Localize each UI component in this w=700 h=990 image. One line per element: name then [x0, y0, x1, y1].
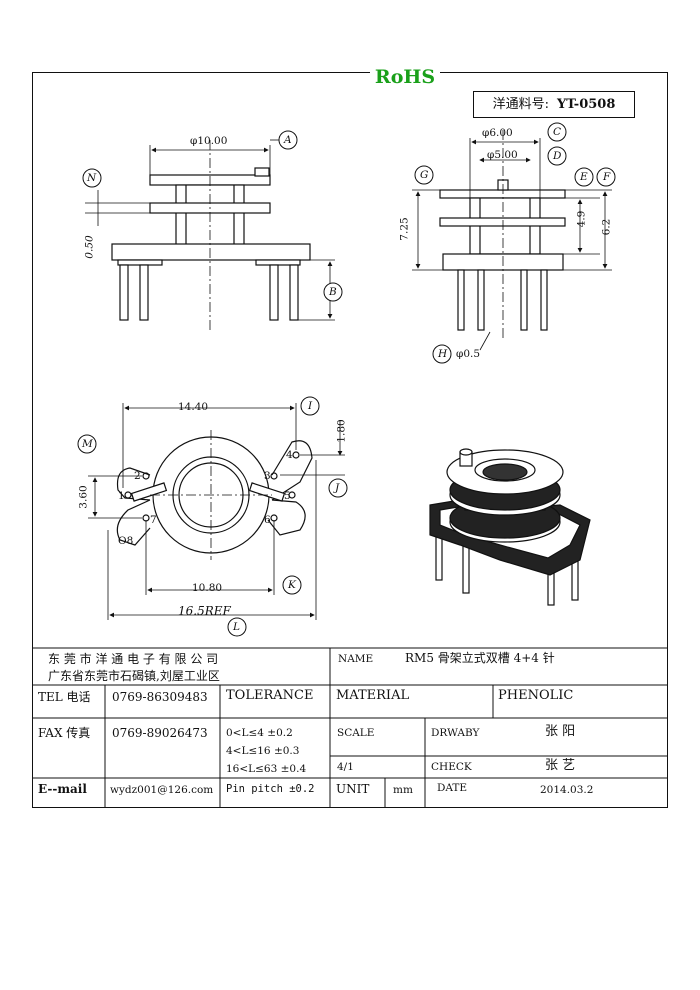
- callout-l: L: [233, 621, 240, 633]
- check-value: 张 艺: [545, 758, 576, 773]
- drawby-value: 张 阳: [545, 724, 576, 739]
- rohs-label: RoHS: [370, 66, 440, 92]
- pin-6: 6: [264, 514, 271, 526]
- callout-circles: [77, 122, 616, 637]
- front-view: [85, 139, 335, 330]
- fax-label: FAX 传真: [38, 726, 91, 740]
- callout-a: A: [284, 134, 292, 146]
- check-label: CHECK: [431, 761, 472, 773]
- dim-165ref: 16.5REF: [178, 604, 231, 618]
- tel-label: TEL 电话: [38, 690, 91, 704]
- callout-j: J: [335, 482, 340, 494]
- email-value[interactable]: wydz001@126.com: [110, 784, 214, 796]
- name-label: NAME: [338, 653, 374, 665]
- scale-value: 4/1: [337, 761, 354, 773]
- callout-c: C: [553, 126, 562, 138]
- part-number-box: 洋通料号: YT-0508: [473, 91, 635, 118]
- dim-050: 0.50: [83, 235, 96, 259]
- callout-e: E: [580, 171, 588, 183]
- callout-f: F: [603, 171, 611, 183]
- pin-3: 3: [264, 470, 271, 482]
- drawby-label: DRWABY: [431, 727, 480, 739]
- callout-i: I: [308, 400, 313, 412]
- bottom-view: [88, 403, 345, 620]
- callout-n: N: [87, 172, 97, 184]
- part-label: 洋通料号:: [492, 97, 549, 112]
- callout-d: D: [553, 150, 562, 162]
- tolerance-label: TOLERANCE: [226, 688, 314, 703]
- name-value: RM5 骨架立式双槽 4+4 针: [405, 651, 555, 665]
- date-label: DATE: [437, 782, 468, 794]
- dim-d10: φ10.00: [190, 135, 228, 147]
- date-value: 2014.03.2: [540, 784, 594, 796]
- material-value: PHENOLIC: [498, 688, 574, 703]
- callout-b: B: [329, 286, 337, 298]
- part-number: YT-0508: [557, 97, 616, 112]
- dim-pin-d: φ0.5: [456, 348, 481, 360]
- dim-360: 3.60: [77, 485, 90, 509]
- pin-1: 1: [118, 490, 125, 502]
- fax-value: 0769-89026473: [112, 726, 208, 740]
- pin-5: 5: [284, 490, 291, 502]
- unit-label: UNIT: [336, 782, 370, 796]
- dim-180: 1.80: [335, 419, 348, 443]
- side-view: [412, 130, 612, 351]
- pin-4: 4: [286, 449, 293, 461]
- tolerance-2: 4<L≤16 ±0.3: [226, 745, 300, 757]
- unit-value: mm: [393, 784, 413, 796]
- dim-1080: 10.80: [192, 582, 223, 594]
- tel-value: 0769-86309483: [112, 690, 208, 704]
- dim-1440: 14.40: [178, 401, 209, 413]
- callout-h: H: [438, 348, 448, 360]
- dim-d5: φ5.00: [487, 149, 518, 161]
- tolerance-1: 0<L≤4 ±0.2: [226, 727, 293, 739]
- tolerance-3: 16<L≤63 ±0.4: [226, 763, 307, 775]
- scale-label: SCALE: [337, 727, 375, 739]
- callout-m: M: [82, 438, 93, 450]
- pin-2: 2: [134, 470, 141, 482]
- isometric-view: [429, 448, 591, 606]
- company-address: 广东省东莞市石碣镇,刘屋工业区: [48, 669, 220, 683]
- tolerance-4: Pin pitch ±0.2: [226, 783, 315, 795]
- pin-8: O8: [118, 535, 134, 547]
- dim-d6: φ6.00: [482, 127, 513, 139]
- callout-g: G: [420, 169, 429, 181]
- dim-725: 7.25: [398, 217, 411, 241]
- email-label: E--mail: [38, 782, 87, 796]
- drawing-frame: [32, 72, 668, 808]
- pin-7: 7: [150, 514, 157, 526]
- company-name: 东 莞 市 洋 通 电 子 有 限 公 司: [48, 652, 219, 666]
- title-block-grid: [32, 647, 668, 808]
- callout-k: K: [288, 579, 296, 591]
- dim-49: 4.9: [575, 210, 588, 228]
- dim-62: 6.2: [600, 218, 613, 236]
- material-label: MATERIAL: [336, 688, 410, 703]
